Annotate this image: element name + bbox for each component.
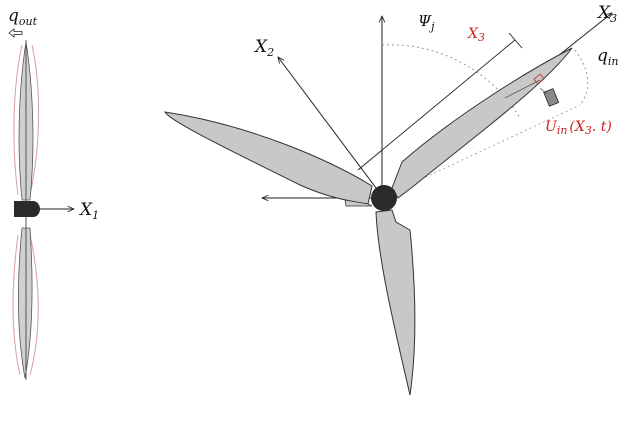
q-in-label: qin [597,46,619,68]
front-view [164,13,612,396]
side-hub [14,201,40,217]
u-in-leader [539,87,548,95]
blade-lower [375,209,416,396]
q-out-label: qout [8,6,38,28]
u-in-sensor [543,88,560,107]
u-in-label: Uin(X3. t) [545,119,612,137]
blade-left [164,111,373,205]
blade-left-root [344,199,373,207]
side-blade-lower [18,227,33,379]
psi-arc [381,44,521,119]
x3-dimension-line [357,39,516,171]
deflected-blade-outline [397,104,581,191]
x3-dimension-tick-end [508,32,523,49]
x2-axis [278,57,383,197]
x1-label: X1 [78,200,99,222]
x3-position-marker [533,73,545,85]
q-out-arrow-icon [8,28,23,38]
x3-red-label: X3 [467,26,485,44]
x3-label: X3 [596,3,617,25]
psi-label: Ψj [418,12,435,33]
rotor-hub [371,185,397,211]
deformed-blade-outline-left [12,44,23,376]
deformed-blade-outline-right [29,44,40,376]
x2-label: X2 [253,37,274,59]
x3-position-leader [504,79,541,99]
side-view [8,28,74,380]
blade-upper-right [391,47,573,199]
deflection-arc [574,49,589,106]
